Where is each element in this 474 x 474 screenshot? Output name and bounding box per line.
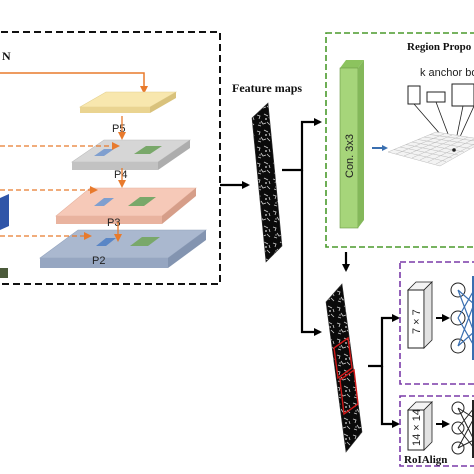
- roi-box-2: [339, 368, 359, 416]
- kernel-14x14-label: 14 × 14: [411, 409, 423, 446]
- feature-map-image: [251, 102, 283, 263]
- p3-label: P3: [107, 217, 120, 229]
- anchor-boxes-label: k anchor boxe: [420, 67, 474, 79]
- to-rpn-arrow: [282, 118, 322, 172]
- anchor-box-square: [451, 83, 474, 107]
- p4-layer: [71, 139, 191, 170]
- conv3x3-label: Con. 3x3: [344, 134, 356, 178]
- p5-label: P5: [112, 123, 125, 135]
- head-panel-top: 7 × 7: [399, 261, 474, 385]
- p2-region-blue: [96, 238, 116, 246]
- feature-maps-label: Feature maps: [232, 81, 302, 95]
- fc-nodes-top: [450, 276, 474, 360]
- fpn-label: N: [2, 49, 11, 63]
- p4-region-blue: [94, 149, 114, 156]
- kernel-7x7-label: 7 × 7: [411, 309, 423, 334]
- roi-to-head1-arrow: [368, 314, 400, 368]
- backbone-block-blue: [0, 194, 9, 230]
- fpn-dashed-border: [0, 31, 221, 285]
- roi-to-head2-arrow: [380, 366, 400, 428]
- rpn-panel: Region Propo Con. 3x3 k anchor boxe: [325, 32, 474, 248]
- roi-feature-map: [325, 283, 363, 453]
- sliding-window-grid: [387, 131, 474, 167]
- p2-region-green: [130, 237, 160, 246]
- to-roi-arrow: [300, 170, 322, 336]
- roi-feature-image: [325, 283, 363, 453]
- anchor-box-wide: [426, 91, 446, 103]
- p4-label: P4: [114, 169, 127, 181]
- top-lateral-arrow: [0, 72, 148, 94]
- p3-region-blue: [94, 198, 114, 206]
- anchor-rays: [413, 101, 474, 151]
- anchor-box-tall: [407, 85, 421, 105]
- rpn-dashed-border: [325, 32, 474, 248]
- rpn-title: Region Propo: [407, 41, 472, 53]
- fc-output-bottom: [472, 400, 474, 458]
- head-top-border: [399, 261, 474, 385]
- fc-connections-top: [457, 289, 474, 347]
- p3-region-green: [128, 197, 156, 206]
- p2-label: P2: [92, 255, 105, 267]
- p3-layer: [55, 187, 197, 224]
- head-panel-bottom: 14 × 14 RoIAlign: [399, 395, 474, 467]
- head-bottom-border: [399, 395, 474, 467]
- roi-box-1: [333, 336, 353, 380]
- backbone-block-dark: [0, 268, 8, 278]
- fc-nodes-bottom: [451, 400, 474, 458]
- fc-connections-bottom: [457, 407, 474, 449]
- p2-layer: [39, 229, 207, 268]
- fpn-panel: N P5 P4 P3: [0, 31, 221, 285]
- p5-layer: [78, 91, 178, 113]
- p4-region-green: [134, 146, 162, 154]
- roialign-label: RoIAlign: [404, 454, 447, 466]
- fc-output-top: [472, 276, 474, 360]
